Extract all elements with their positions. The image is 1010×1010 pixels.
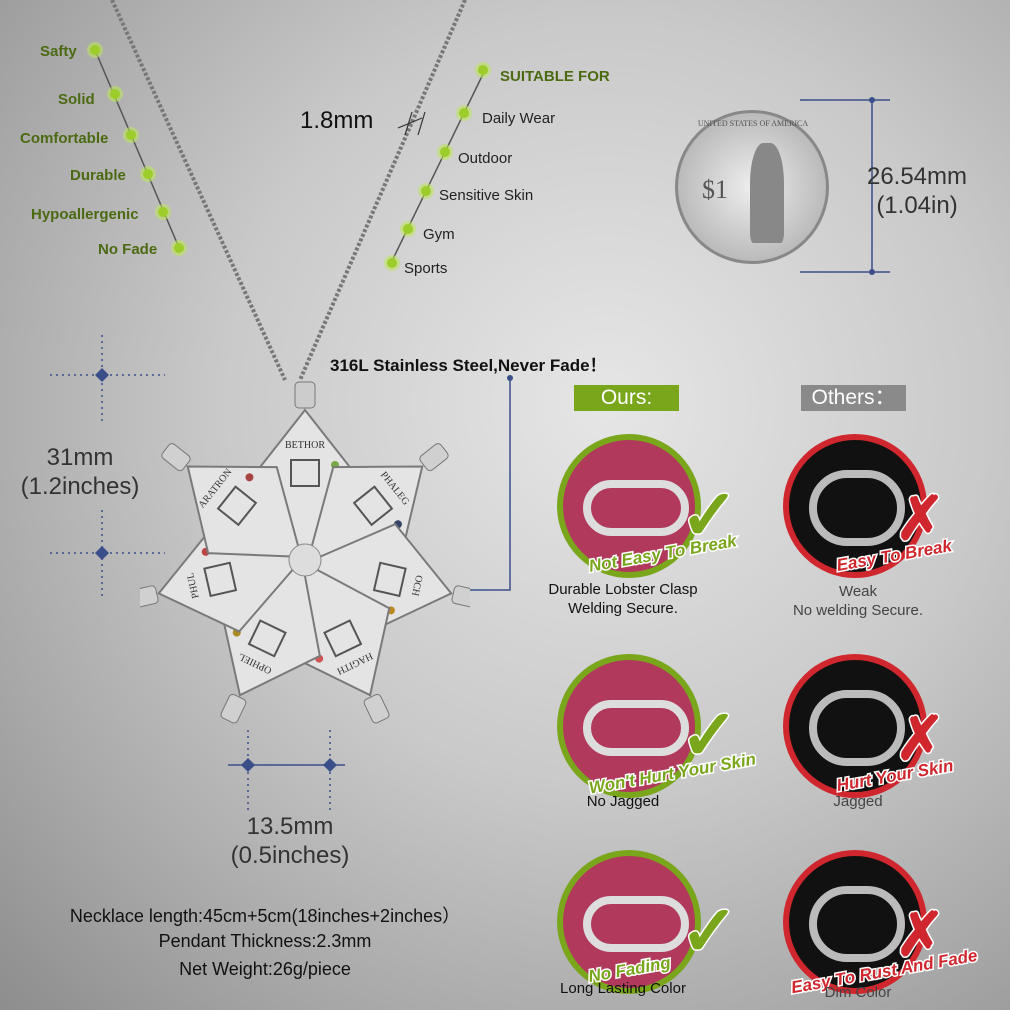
- feature-label: Safty: [40, 43, 77, 60]
- feature-label: Durable: [70, 167, 126, 184]
- ours-photo: [557, 654, 701, 798]
- planet-seal-icon: [247, 619, 287, 658]
- pendant-width-mm: 13.5mm: [246, 813, 334, 840]
- chain-link-icon: [809, 886, 905, 962]
- suitable-item: Sports: [404, 260, 448, 277]
- pendant-width-dimension: 13.5mm (0.5inches): [220, 812, 360, 870]
- others-caption: Weak No welding Secure.: [792, 583, 924, 619]
- others-photo: [783, 850, 927, 994]
- chain-link-icon: [583, 700, 689, 756]
- cross-mark-icon: ✗: [893, 484, 946, 554]
- feature-dot: [126, 130, 136, 140]
- planet-seal-icon: [372, 561, 407, 598]
- statue-of-liberty-icon: [750, 143, 784, 243]
- suitable-item: Gym: [423, 226, 455, 243]
- others-caption: Jagged: [833, 793, 883, 810]
- pendant-width-in: (0.5inches): [230, 842, 350, 869]
- cross-mark-icon: ✗: [893, 900, 946, 970]
- ours-photo: [557, 850, 701, 994]
- suitable-title: SUITABLE FOR: [500, 68, 610, 85]
- ours-label: Ours:: [574, 385, 679, 411]
- feature-label: Solid: [58, 91, 95, 108]
- coin-value: $1: [702, 175, 728, 204]
- pendant-segment: HAGITH: [289, 562, 391, 724]
- check-mark-icon: ✓: [679, 695, 741, 776]
- check-mark-icon: ✓: [679, 891, 741, 972]
- feature-label: Hypoallergenic: [31, 206, 139, 223]
- chain-link-icon: [809, 690, 905, 766]
- ours-photo: [557, 434, 701, 578]
- coin-dimension: 26.54mm (1.04in): [862, 162, 972, 220]
- ours-caption: No Jagged: [586, 793, 660, 810]
- others-caption: Dim Color: [824, 984, 892, 1001]
- pendant-name: OCH: [409, 574, 424, 597]
- ours-caption: Long Lasting Color: [560, 980, 686, 997]
- coin-inscription: UNITED STATES OF AMERICA: [697, 119, 809, 128]
- others-label: Others：: [801, 385, 906, 411]
- feature-dot: [110, 89, 120, 99]
- suitable-dot: [387, 258, 397, 268]
- check-mark-icon: ✓: [679, 475, 741, 556]
- ours-caption: Durable Lobster Clasp Welding Secure.: [548, 581, 698, 617]
- suitable-dot: [459, 108, 469, 118]
- gemstone: [245, 473, 254, 482]
- pendant-segment: ARATRON: [161, 443, 303, 558]
- feature-dot: [158, 207, 168, 217]
- planet-seal-icon: [290, 459, 320, 487]
- coin-height-mm: 26.54mm: [866, 163, 968, 190]
- suitable-item: Sensitive Skin: [439, 187, 534, 204]
- cross-mark-icon: ✗: [893, 704, 946, 774]
- dollar-coin-image: $1 UNITED STATES OF AMERICA: [675, 110, 829, 264]
- suitable-item: Outdoor: [458, 150, 513, 167]
- suitable-dot: [478, 65, 488, 75]
- spec-length: Necklace length:45cm+5cm(18inches+2inche…: [69, 906, 461, 926]
- feature-dot: [143, 169, 153, 179]
- suitable-dot: [440, 147, 450, 157]
- chain-link-icon: [809, 470, 905, 546]
- feature-dot: [174, 243, 184, 253]
- chain-link-icon: [583, 896, 689, 952]
- spec-weight: Net Weight:26g/piece: [179, 959, 351, 979]
- feature-label: No Fade: [98, 241, 158, 258]
- others-photo: [783, 654, 927, 798]
- others-photo: [783, 434, 927, 578]
- coin-height-in: (1.04in): [876, 192, 958, 219]
- material-label: 316L Stainless Steel,Never Fade！: [330, 356, 607, 375]
- pendant-name: BETHOR: [285, 440, 325, 451]
- planet-seal-icon: [216, 485, 258, 527]
- feature-dot: [90, 45, 100, 55]
- suitable-item: Daily Wear: [482, 110, 556, 127]
- spec-thickness: Pendant Thickness:2.3mm: [158, 931, 372, 951]
- pendant-height-mm: 31mm: [46, 444, 114, 471]
- chain-width: 1.8mm: [300, 107, 374, 134]
- feature-label: Comfortable: [20, 130, 109, 147]
- pendant-height-in: (1.2inches): [20, 473, 140, 500]
- pendant-segment: OCH: [308, 522, 470, 633]
- planet-seal-icon: [203, 561, 238, 598]
- planet-seal-icon: [352, 485, 394, 527]
- suitable-dot: [403, 224, 413, 234]
- chain-link-icon: [583, 480, 689, 536]
- suitable-dot: [421, 186, 431, 196]
- pendant-height-dimension: 31mm (1.2inches): [10, 443, 150, 501]
- planet-seal-icon: [323, 619, 363, 658]
